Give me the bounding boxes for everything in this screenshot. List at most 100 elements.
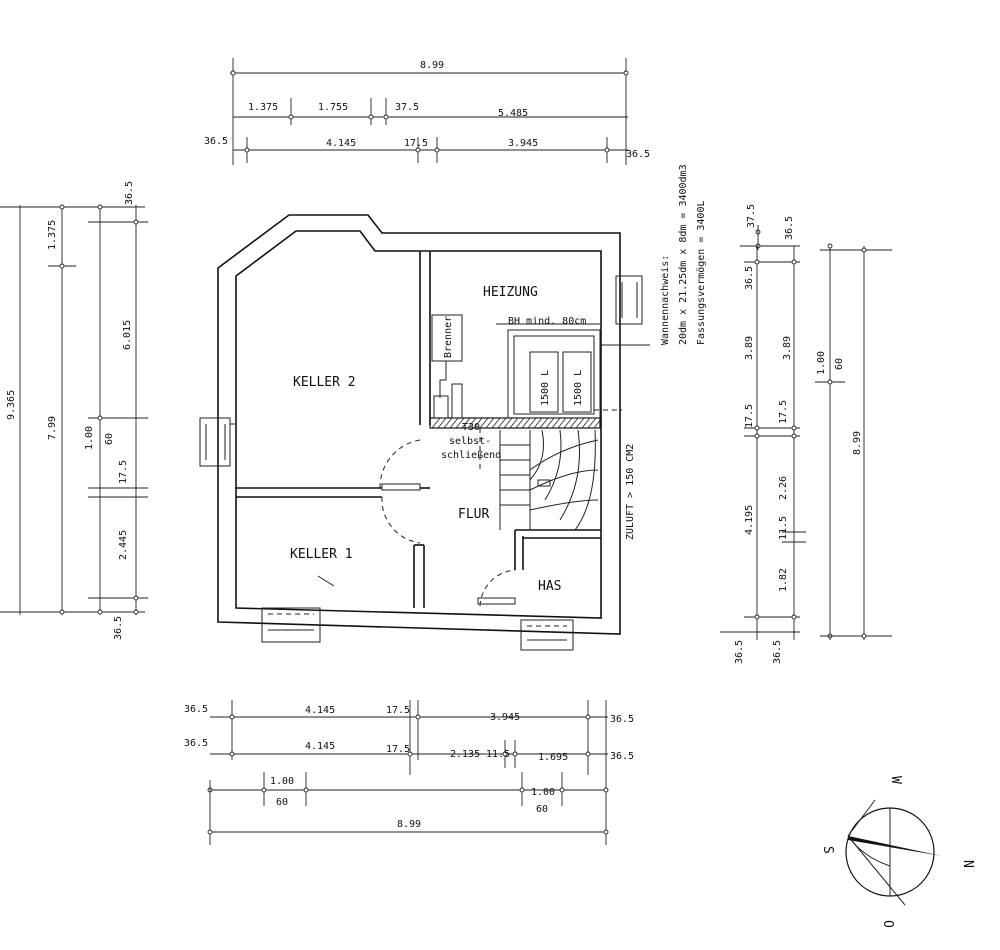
- dim-bottom-r2-6: 1.695: [538, 752, 568, 763]
- hatch-line: [575, 417, 585, 429]
- hatch-line: [557, 417, 567, 429]
- dim-bottom-r1-1: 36.5: [184, 704, 208, 715]
- dim-bottom-r1-3: 17.5: [386, 705, 410, 716]
- dim-top-r2-1: 1.375: [248, 102, 278, 113]
- room-flur: FLUR: [458, 507, 489, 522]
- dim-top-r2-4: 5.485: [498, 108, 528, 119]
- dim-bottom-w1-1: 1.00: [270, 776, 294, 787]
- wannen-title: Wannennachweis:: [660, 255, 671, 345]
- compass-rose: N S W O: [820, 776, 975, 928]
- zuluft-label: ZULUFT > 150 CM2: [625, 444, 636, 540]
- bottom-dimensions: 36.5 4.145 17.5 3.945 36.5 36.5 4.145 17…: [184, 700, 634, 845]
- hatch-line: [497, 417, 507, 429]
- windows: [199, 275, 643, 651]
- annotations: BH mind. 80cm T30 selbst- schließend ZUL…: [441, 164, 707, 540]
- dim-left-r3-4: 60: [104, 433, 115, 445]
- dim-right-c1-1: 36.5: [744, 266, 755, 290]
- dim-left-r3-3: 1.00: [84, 426, 95, 450]
- dim-left-r2-2: 7.99: [47, 416, 58, 440]
- right-dimensions: 37.5 36.5 36.5 3.89 17.5 4.195 36.5 3.89…: [720, 204, 892, 664]
- dim-bottom-r1-2: 4.145: [305, 705, 335, 716]
- hatch-line: [449, 417, 459, 429]
- dim-bottom-w2-1: 1.00: [531, 787, 555, 798]
- doors: [379, 428, 516, 607]
- room-has: HAS: [538, 579, 561, 594]
- dim-bottom-r1-4: 3.945: [490, 712, 520, 723]
- dim-right-c2-4: 11.5: [778, 516, 789, 540]
- left-dimensions: 9.365 1.375 7.99 36.5 6.015 1.00 60 17.5…: [0, 181, 148, 640]
- dim-bottom-r2-7: 36.5: [610, 751, 634, 762]
- dim-bottom-r2-4: 2.135: [450, 749, 480, 760]
- compass-o: O: [880, 920, 895, 928]
- hatch-line: [467, 417, 477, 429]
- dim-right-a-2: 36.5: [784, 216, 795, 240]
- hatch-line: [527, 417, 537, 429]
- hatch-line: [479, 417, 489, 429]
- dim-right-c1-2: 3.89: [744, 336, 755, 360]
- burner-unit: [431, 314, 463, 362]
- dim-top-r3-1: 36.5: [204, 136, 228, 147]
- hatch-line: [521, 417, 531, 429]
- dim-bottom-w2-2: 60: [536, 804, 548, 815]
- hatch-line: [491, 417, 501, 429]
- dim-right-c1-4: 4.195: [744, 505, 755, 535]
- dim-top-r3-3: 17.5: [404, 138, 428, 149]
- dim-right-c3-2: 60: [834, 358, 845, 370]
- hatch-line: [485, 417, 495, 429]
- compass-s: S: [820, 846, 835, 854]
- hatch-line: [587, 417, 597, 429]
- hatch-line: [431, 417, 441, 429]
- oil-tank-2-label: 1500 L: [573, 370, 584, 406]
- dim-left-r2-1: 1.375: [47, 220, 58, 250]
- heating-equipment: Brenner 1500 L 1500 L: [431, 314, 650, 419]
- dim-bottom-w1-2: 60: [276, 797, 288, 808]
- hatch-line: [461, 417, 471, 429]
- dim-right-c1-5: 36.5: [734, 640, 745, 664]
- staircase: [499, 429, 599, 531]
- dim-bottom-r2-5: 11.5: [486, 749, 510, 760]
- hatch-line: [581, 417, 591, 429]
- hatch-line: [515, 417, 525, 429]
- dim-top-r3-5: 36.5: [626, 149, 650, 160]
- door-selbst-label: selbst-: [449, 436, 491, 447]
- dim-left-r3-7: 36.5: [113, 616, 124, 640]
- oil-tank-1: [529, 351, 559, 413]
- compass-n: N: [960, 860, 975, 868]
- dim-left-total: 9.365: [6, 390, 17, 420]
- dim-left-r3-5: 17.5: [118, 460, 129, 484]
- dim-top-total: 8.99: [420, 60, 444, 71]
- room-keller-1: KELLER 1: [290, 547, 353, 562]
- dim-right-c1-3: 17.5: [744, 404, 755, 428]
- dim-left-r3-1: 36.5: [124, 181, 135, 205]
- bh-note: BH mind. 80cm: [508, 316, 586, 327]
- compass-w: W: [888, 776, 903, 784]
- hatch-line: [437, 417, 447, 429]
- hatch-line: [533, 417, 543, 429]
- dim-left-r3-2: 6.015: [122, 320, 133, 350]
- dim-right-c3-1: 1.00: [816, 351, 827, 375]
- hatch-line: [443, 417, 453, 429]
- burner-label: Brenner: [443, 316, 454, 358]
- building-walls: [217, 214, 621, 635]
- dim-right-total: 8.99: [852, 431, 863, 455]
- dim-right-c2-5: 1.82: [778, 568, 789, 592]
- dim-top-r3-4: 3.945: [508, 138, 538, 149]
- hatch-line: [563, 417, 573, 429]
- t30-label: T30: [462, 422, 480, 433]
- top-dimensions: 8.99 1.375 1.755 37.5 5.485 36.5 4.145 1…: [204, 58, 650, 165]
- hatch-line: [569, 417, 579, 429]
- wannen-capacity: Fassungsvermögen = 3400L: [696, 201, 707, 346]
- dim-right-c2-2: 17.5: [778, 400, 789, 424]
- hatch-line: [551, 417, 561, 429]
- oil-tank-enclosure: [507, 329, 601, 419]
- room-heizung: HEIZUNG: [483, 285, 538, 300]
- hatch-line: [545, 417, 555, 429]
- wannen-calc: 20dm x 21.25dm x 8dm = 3400dm3: [678, 164, 689, 345]
- dim-right-a-1: 37.5: [746, 204, 757, 228]
- hatch-line: [473, 417, 483, 429]
- dim-top-r2-3: 37.5: [395, 102, 419, 113]
- dim-bottom-total: 8.99: [397, 819, 421, 830]
- room-labels: KELLER 2 KELLER 1 HEIZUNG FLUR HAS: [290, 285, 561, 594]
- dim-top-r2-2: 1.755: [318, 102, 348, 113]
